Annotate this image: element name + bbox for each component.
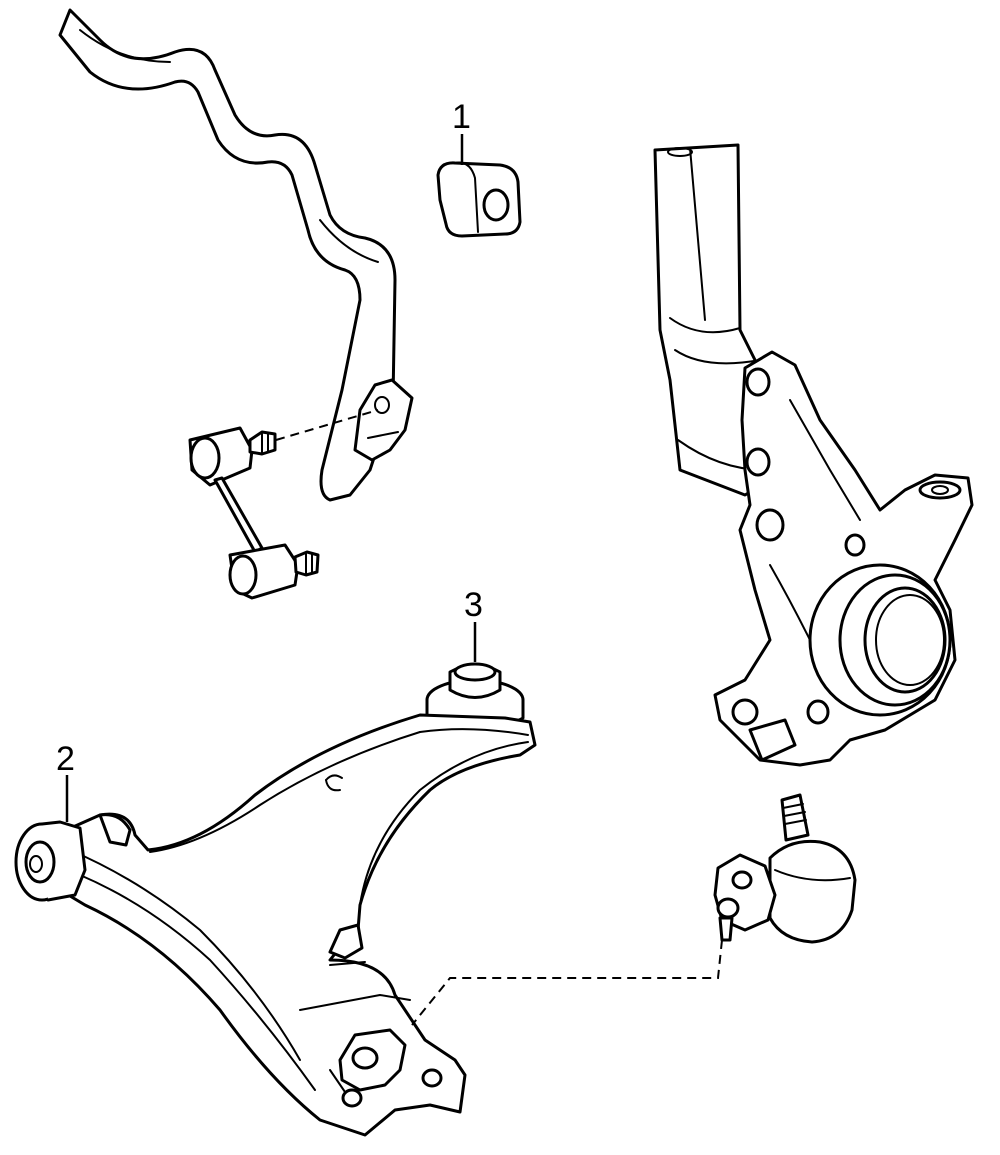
callout-3: 3 [464, 586, 483, 624]
stabilizer-bar [58, 8, 397, 502]
stabilizer-bracket [353, 378, 414, 462]
callout-2: 2 [56, 740, 75, 778]
stabilizer-link [188, 426, 320, 600]
arm-ball-joint-mount [329, 1028, 443, 1108]
link-to-bracket-leader [275, 409, 379, 441]
rear-bushing [14, 813, 132, 902]
ball-joint-to-arm-leader [411, 939, 723, 1026]
hub-bearing [808, 563, 952, 717]
ball-joint [713, 793, 857, 944]
callout-1: 1 [452, 98, 471, 136]
lower-control-arm [53, 713, 537, 1137]
stabilizer-bushing [436, 161, 522, 238]
